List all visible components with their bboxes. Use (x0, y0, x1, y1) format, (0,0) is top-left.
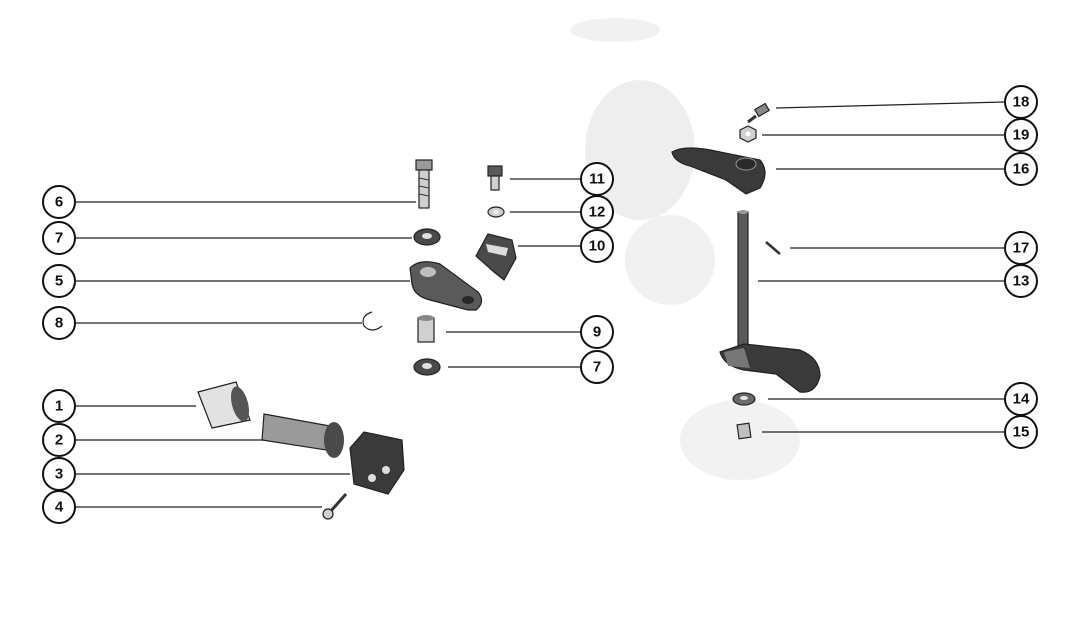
callout-number: 13 (1013, 273, 1030, 290)
callout-number: 1 (55, 398, 63, 415)
part-bracket-10 (475, 233, 517, 281)
part-bolt-11 (487, 165, 503, 191)
callout-number: 12 (589, 204, 606, 221)
part-shaft-13 (719, 210, 821, 393)
part-key-15 (736, 422, 752, 440)
callout-number: 11 (589, 171, 605, 188)
callout-number: 19 (1013, 127, 1030, 144)
part-washer-14 (732, 392, 756, 406)
callout: 3 (42, 457, 76, 491)
callout-number: 4 (55, 499, 64, 516)
callout: 4 (42, 490, 76, 524)
part-gear-shaft-2 (261, 413, 344, 458)
callout: 10 (580, 229, 614, 263)
callout-number: 2 (55, 432, 63, 449)
part-screw-18 (747, 102, 771, 124)
callout: 7 (42, 221, 76, 255)
callout-number: 5 (55, 273, 63, 290)
callout: 19 (1004, 118, 1038, 152)
leader-lines (76, 101, 1005, 508)
callout-number: 3 (55, 466, 63, 483)
callout-number: 14 (1013, 391, 1030, 408)
callout: 2 (42, 423, 76, 457)
part-bushing-1 (197, 381, 251, 429)
callout: 14 (1004, 382, 1038, 416)
callout: 17 (1004, 231, 1038, 265)
part-bolt-6 (415, 159, 433, 209)
callout-number: 7 (593, 359, 601, 376)
part-lever-5 (409, 261, 483, 311)
callout-number: 16 (1013, 161, 1030, 178)
callout: 12 (580, 195, 614, 229)
part-washer-7-upper (413, 228, 441, 246)
part-nut-19 (739, 125, 757, 143)
callout-number: 17 (1013, 240, 1030, 257)
part-sleeve-9 (417, 315, 435, 343)
part-clip-8 (362, 311, 383, 331)
callout: 8 (42, 306, 76, 340)
callout: 16 (1004, 152, 1038, 186)
callout-number: 15 (1013, 424, 1030, 441)
callout: 18 (1004, 85, 1038, 119)
callout-number: 8 (55, 315, 63, 332)
callout-number: 18 (1013, 94, 1030, 111)
part-housing-3 (349, 431, 405, 495)
callout: 1 (42, 389, 76, 423)
part-washer-12 (487, 206, 505, 218)
part-screw-4 (322, 493, 348, 520)
callout: 5 (42, 264, 76, 298)
callout: 11 (580, 162, 614, 196)
callout-number: 9 (593, 324, 601, 341)
callout: 9 (580, 315, 614, 349)
part-washer-7-lower (413, 358, 441, 376)
part-arm-16 (671, 147, 766, 195)
callout-number: 7 (55, 230, 63, 247)
callout: 6 (42, 185, 76, 219)
callout: 15 (1004, 415, 1038, 449)
part-pin-17 (765, 241, 781, 255)
callout-number: 6 (55, 194, 63, 211)
callout: 13 (1004, 264, 1038, 298)
callout-number: 10 (589, 238, 606, 255)
callout: 7 (580, 350, 614, 384)
